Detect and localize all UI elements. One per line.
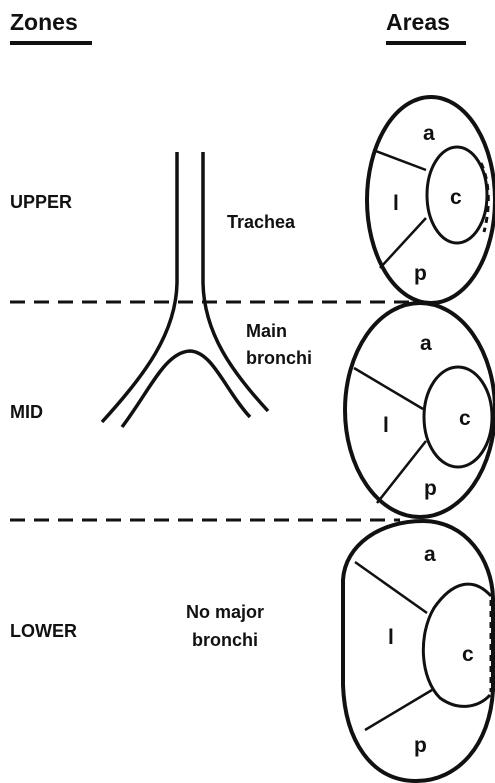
zone-lower-label: LOWER bbox=[10, 621, 77, 641]
main-bronchi-label-line1: Main bbox=[246, 321, 287, 341]
mid-lateral-letter: l bbox=[383, 414, 389, 437]
mid-posterior-letter: p bbox=[424, 477, 437, 500]
lower-zone-area-map: a l c p bbox=[343, 521, 493, 781]
upper-posterior-letter: p bbox=[414, 262, 427, 285]
upper-central-letter: c bbox=[450, 186, 462, 209]
mid-zone-central-region bbox=[424, 367, 492, 467]
trachea-bronchi-drawing bbox=[102, 152, 268, 427]
trachea-label: Trachea bbox=[227, 212, 296, 232]
lower-lateral-letter: l bbox=[388, 626, 394, 649]
no-major-bronchi-label-line2: bronchi bbox=[192, 630, 258, 650]
mid-zone-area-map: a l c p bbox=[345, 303, 495, 517]
lower-central-letter: c bbox=[462, 643, 474, 666]
zone-upper-label: UPPER bbox=[10, 192, 72, 212]
upper-anterior-letter: a bbox=[423, 122, 435, 145]
main-bronchi-label-line2: bronchi bbox=[246, 348, 312, 368]
upper-zone-area-map: a l c p bbox=[367, 97, 495, 303]
no-major-bronchi-label-line1: No major bbox=[186, 602, 264, 622]
zone-mid-label: MID bbox=[10, 402, 43, 422]
lower-posterior-letter: p bbox=[414, 734, 427, 757]
mid-central-letter: c bbox=[459, 407, 471, 430]
zones-header: Zones bbox=[10, 9, 78, 35]
areas-header: Areas bbox=[386, 9, 450, 35]
upper-lateral-letter: l bbox=[393, 192, 399, 215]
mid-anterior-letter: a bbox=[420, 332, 432, 355]
lower-anterior-letter: a bbox=[424, 543, 436, 566]
